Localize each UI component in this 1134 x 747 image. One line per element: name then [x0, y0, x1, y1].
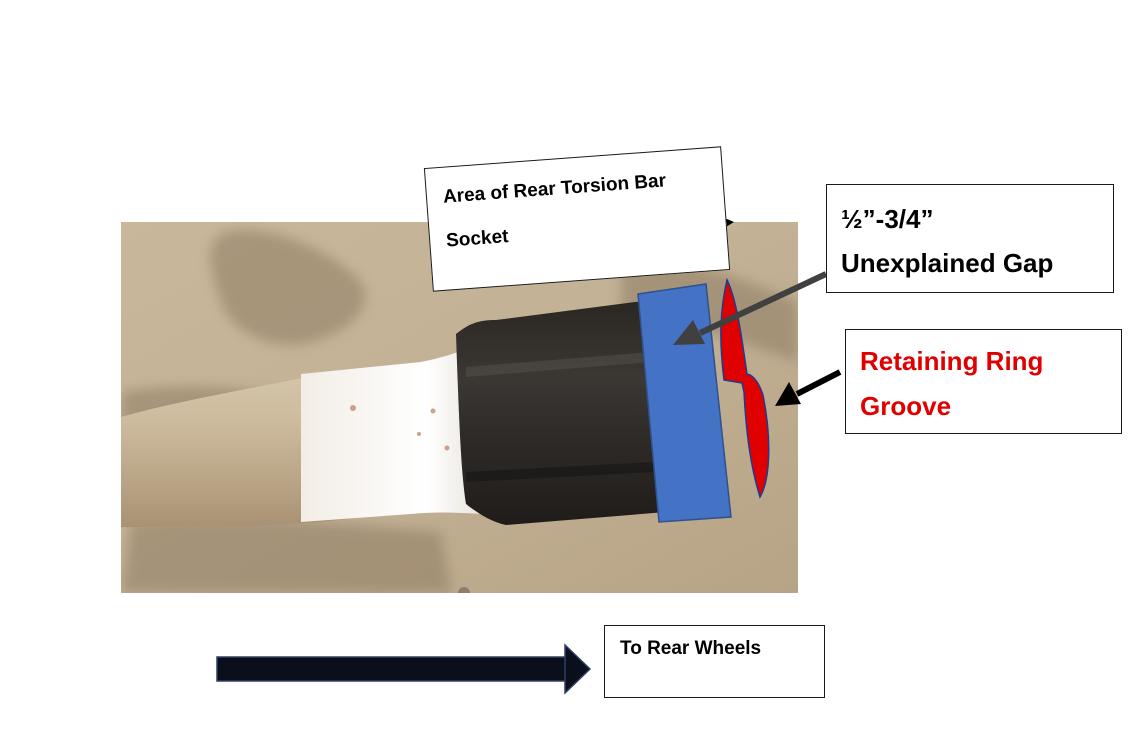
rear-wheels-label: To Rear Wheels — [620, 638, 762, 659]
gap-description-label: Unexplained Gap — [841, 248, 1054, 278]
socket-area-callout: Area of Rear Torsion Bar Socket — [423, 146, 731, 292]
rear-wheels-arrow — [216, 643, 592, 695]
gap-callout: ½”-3/4” Unexplained Gap — [826, 184, 1114, 293]
rear-wheels-callout: To Rear Wheels — [604, 625, 825, 698]
groove-label-line2: Groove — [860, 391, 952, 421]
groove-callout: Retaining Ring Groove — [845, 329, 1122, 434]
gap-size-label: ½”-3/4” — [841, 204, 934, 234]
groove-label-line1: Retaining Ring — [860, 346, 1044, 376]
socket-area-label: Area of Rear Torsion Bar Socket — [442, 170, 667, 252]
